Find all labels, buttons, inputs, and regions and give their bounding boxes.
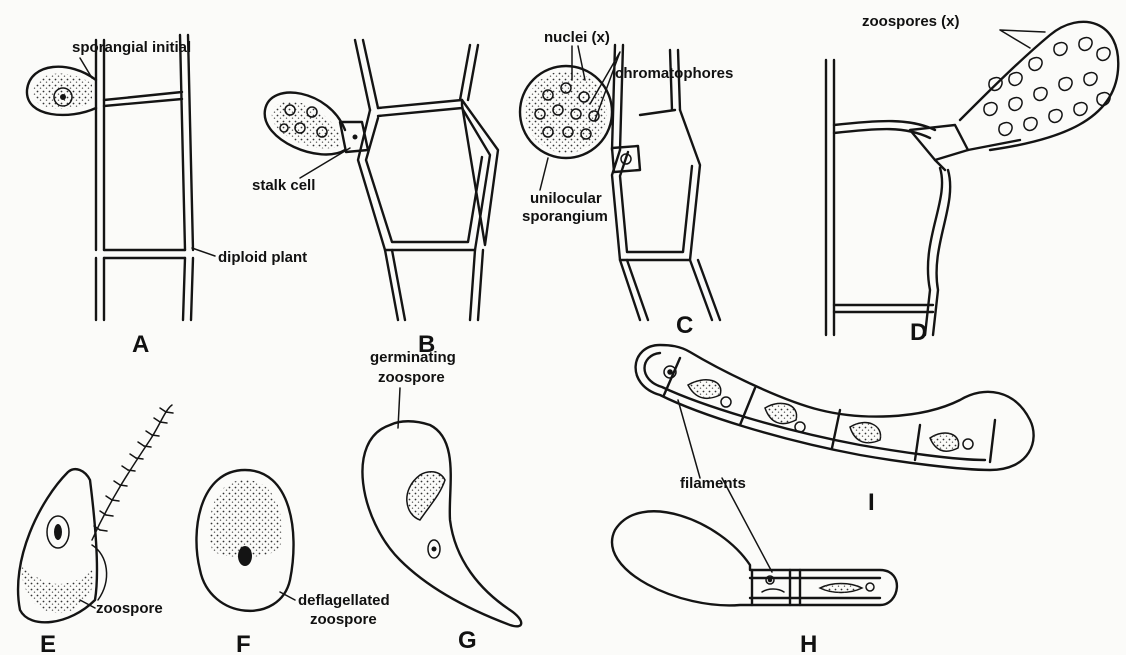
panel-i-drawing — [636, 345, 1034, 470]
label-filaments: filaments — [680, 475, 746, 492]
label-germinating: germinating — [370, 349, 456, 366]
label-diploid-plant: diploid plant — [218, 249, 307, 266]
panel-c-drawing — [520, 45, 720, 320]
panel-f-drawing — [196, 470, 295, 611]
label-stalk-cell: stalk cell — [252, 177, 315, 194]
panel-label-a: A — [132, 331, 149, 358]
label-unilocular: unilocular — [530, 190, 602, 207]
label-deflagellated-zoospore: zoospore — [310, 611, 377, 628]
panel-label-f: F — [236, 631, 251, 655]
panel-label-i: I — [868, 489, 875, 516]
label-sporangial-initial: sporangial initial — [72, 39, 191, 56]
panel-e-drawing — [18, 405, 173, 622]
panel-a-drawing — [27, 35, 193, 320]
panel-label-g: G — [458, 627, 477, 654]
label-chromatophores: chromatophores — [615, 65, 733, 82]
label-germinating-zoospore: zoospore — [378, 369, 445, 386]
label-deflagellated: deflagellated — [298, 592, 390, 609]
label-zoospores: zoospores (x) — [862, 13, 960, 30]
label-nuclei: nuclei (x) — [544, 29, 610, 46]
panel-label-e: E — [40, 631, 56, 655]
label-zoospore-e: zoospore — [96, 600, 163, 617]
panel-g-drawing — [362, 388, 521, 626]
panel-label-c: C — [676, 312, 693, 339]
panel-label-h: H — [800, 631, 817, 655]
label-sporangium: sporangium — [522, 208, 608, 225]
panel-label-d: D — [910, 319, 927, 346]
panel-d-drawing — [826, 22, 1118, 335]
